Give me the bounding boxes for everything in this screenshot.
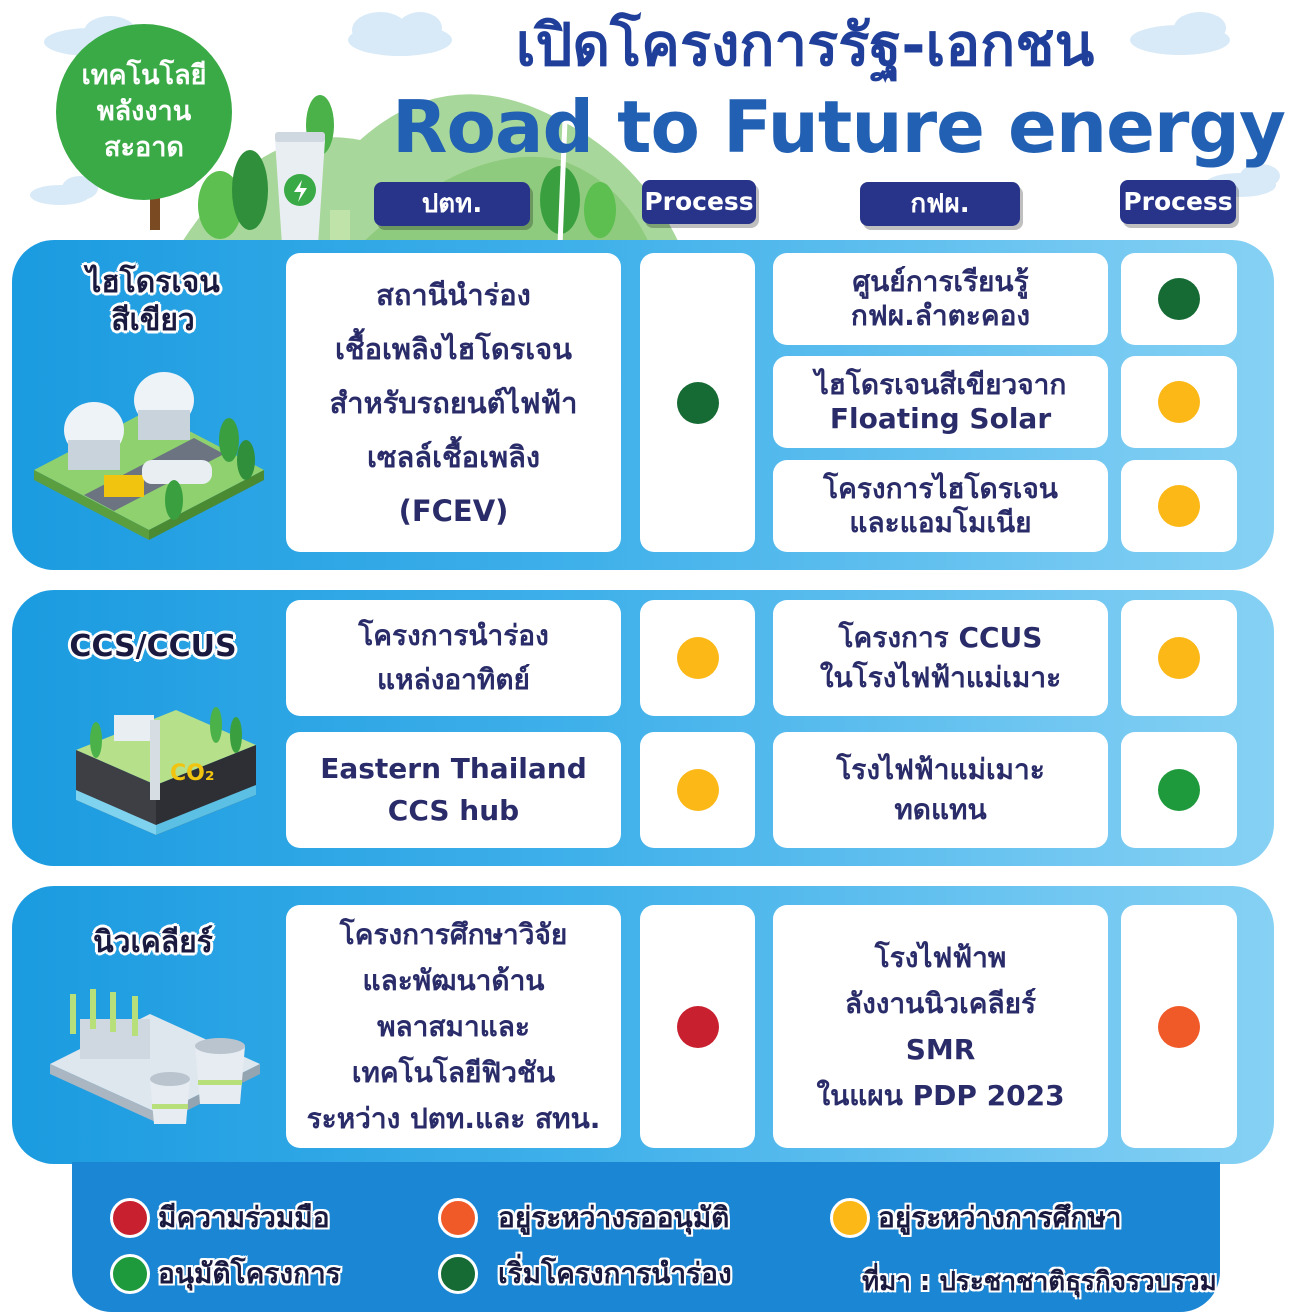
status-dot bbox=[1158, 637, 1200, 679]
ptt-project-eastern-ccs-hub: Eastern Thailand CCS hub bbox=[286, 732, 621, 848]
legend-label: อยู่ระหว่างรออนุมัติ bbox=[498, 1201, 730, 1234]
ptt-project-fcev-station: สถานีนำร่อง เชื้อเพลิงไฮโดรเจน สำหรับรถย… bbox=[286, 253, 621, 552]
section-label-hydrogen: ไฮโดรเจน สีเขียว bbox=[86, 265, 220, 338]
title-thai: เปิดโครงการรัฐ-เอกชน bbox=[515, 11, 1095, 79]
section-label-ccs: CCS/CCUS bbox=[69, 629, 237, 664]
ptt-process-cell-nuclear bbox=[640, 905, 755, 1148]
status-dot bbox=[1158, 485, 1200, 527]
ptt-process-cell-ccs-2 bbox=[640, 732, 755, 848]
co2-storage-icon: CO₂ bbox=[76, 707, 256, 835]
status-dot bbox=[676, 1005, 719, 1048]
column-header-process-ptt: Process bbox=[642, 180, 756, 224]
status-dot bbox=[676, 637, 719, 679]
legend-item-collaboration: มีความร่วมมือ bbox=[110, 1196, 330, 1240]
egat-project-mae-moh-ccus: โครงการ CCUS ในโรงไฟฟ้าแม่เมาะ bbox=[773, 600, 1108, 716]
legend-dot bbox=[110, 1198, 150, 1238]
svg-text:CO₂: CO₂ bbox=[170, 761, 214, 786]
egat-process-cell-2 bbox=[1121, 356, 1237, 448]
legend-dot bbox=[110, 1254, 150, 1294]
ptt-project-arthit-pilot: โครงการนำร่อง แหล่งอาทิตย์ bbox=[286, 600, 621, 716]
column-header-egat: กฟผ. bbox=[860, 182, 1020, 226]
legend-box bbox=[72, 1162, 1220, 1312]
section-label-nuclear: นิวเคลียร์ bbox=[93, 925, 213, 960]
legend-item-awaiting-approval: อยู่ระหว่างรออนุมัติ bbox=[438, 1196, 729, 1240]
egat-process-cell-ccs-2 bbox=[1121, 732, 1237, 848]
legend-label: เริ่มโครงการนำร่อง bbox=[498, 1257, 732, 1290]
egat-project-ammonia: โครงการไฮโดรเจน และแอมโมเนีย bbox=[773, 460, 1108, 552]
legend-label: อยู่ระหว่างการศึกษา bbox=[878, 1201, 1122, 1234]
status-dot bbox=[1158, 1005, 1200, 1048]
legend-item-under-study: อยู่ระหว่างการศึกษา bbox=[830, 1196, 1122, 1240]
legend-label: อนุมัติโครงการ bbox=[158, 1257, 341, 1290]
ptt-process-cell-hydrogen bbox=[640, 253, 755, 552]
egat-process-cell-nuclear bbox=[1121, 905, 1237, 1148]
ptt-project-fusion-research: โครงการศึกษาวิจัย และพัฒนาด้าน พลาสมาและ… bbox=[286, 905, 621, 1148]
status-dot bbox=[1158, 381, 1200, 423]
egat-project-lamtakong: ศูนย์การเรียนรู้ กฟผ.ลำตะคอง bbox=[773, 253, 1108, 345]
column-header-process-egat: Process bbox=[1120, 180, 1236, 224]
title-english: Road to Future energy bbox=[392, 85, 1286, 169]
clean-energy-badge: เทคโนโลยี พลังงาน สะอาด bbox=[56, 24, 232, 200]
egat-process-cell-ccs-1 bbox=[1121, 600, 1237, 716]
ptt-process-cell-ccs-1 bbox=[640, 600, 755, 716]
legend-dot bbox=[438, 1254, 478, 1294]
status-dot bbox=[676, 769, 719, 811]
badge-line-1: เทคโนโลยี bbox=[81, 60, 207, 91]
hydrogen-station-icon bbox=[34, 372, 264, 540]
legend-dot bbox=[438, 1198, 478, 1238]
legend-item-approved: อนุมัติโครงการ bbox=[110, 1252, 341, 1296]
badge-line-3: สะอาด bbox=[104, 132, 184, 163]
nuclear-plant-icon bbox=[50, 989, 260, 1124]
egat-project-mae-moh-replacement: โรงไฟฟ้าแม่เมาะ ทดแทน bbox=[773, 732, 1108, 848]
status-dot bbox=[1158, 278, 1200, 320]
egat-project-smr: โรงไฟฟ้าพ ลังงานนิวเคลียร์ SMR ในแผน PDP… bbox=[773, 905, 1108, 1148]
egat-process-cell-3 bbox=[1121, 460, 1237, 552]
egat-process-cell-1 bbox=[1121, 253, 1237, 345]
legend-label: มีความร่วมมือ bbox=[158, 1201, 330, 1234]
legend-dot bbox=[830, 1198, 870, 1238]
legend-item-pilot-started: เริ่มโครงการนำร่อง bbox=[438, 1252, 732, 1296]
source-credit: ที่มา : ประชาชาติธุรกิจรวบรวม bbox=[862, 1267, 1217, 1297]
egat-project-floating-solar: ไฮโดรเจนสีเขียวจาก Floating Solar bbox=[773, 356, 1108, 448]
status-dot bbox=[676, 381, 719, 424]
status-dot bbox=[1158, 769, 1200, 811]
column-header-ptt: ปตท. bbox=[374, 182, 530, 226]
badge-line-2: พลังงาน bbox=[96, 96, 192, 127]
